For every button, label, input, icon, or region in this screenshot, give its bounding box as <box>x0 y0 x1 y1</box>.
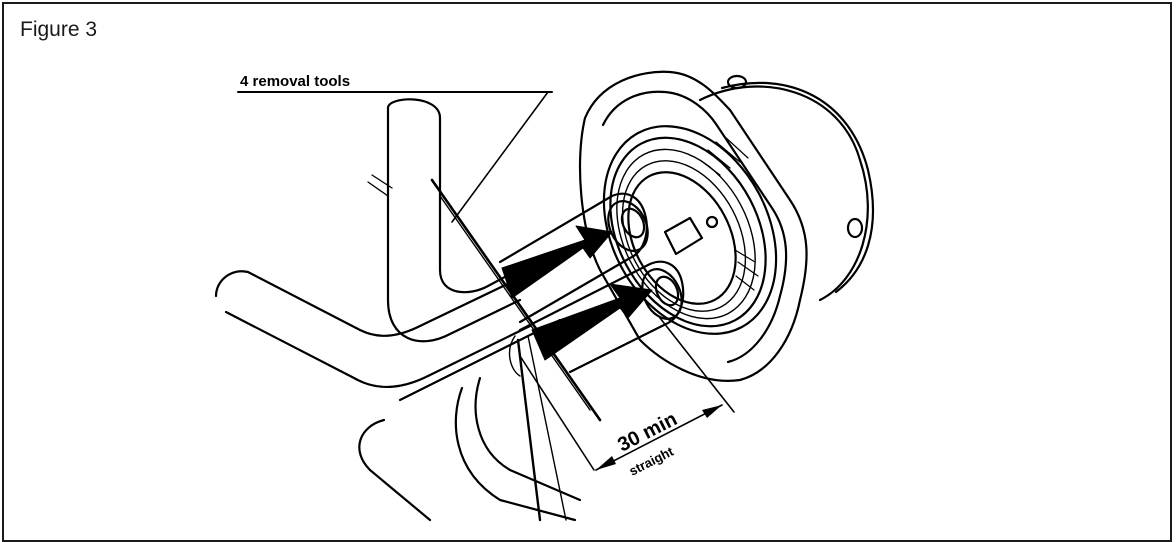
figure-title: Figure 3 <box>20 18 98 41</box>
upper-insertion-arrow <box>501 225 613 299</box>
upper-contact <box>498 192 649 324</box>
removal-tool-lower <box>358 318 582 522</box>
dimension-30min <box>519 317 735 471</box>
removal-tool-left <box>214 270 532 388</box>
lower-contact <box>518 260 685 374</box>
removal-tools-leader <box>237 91 553 223</box>
lower-insertion-arrow <box>531 283 653 361</box>
removal-tool-upper <box>367 98 602 422</box>
removal-tools-label: 4 removal tools <box>240 73 350 90</box>
connector-body <box>578 70 875 382</box>
